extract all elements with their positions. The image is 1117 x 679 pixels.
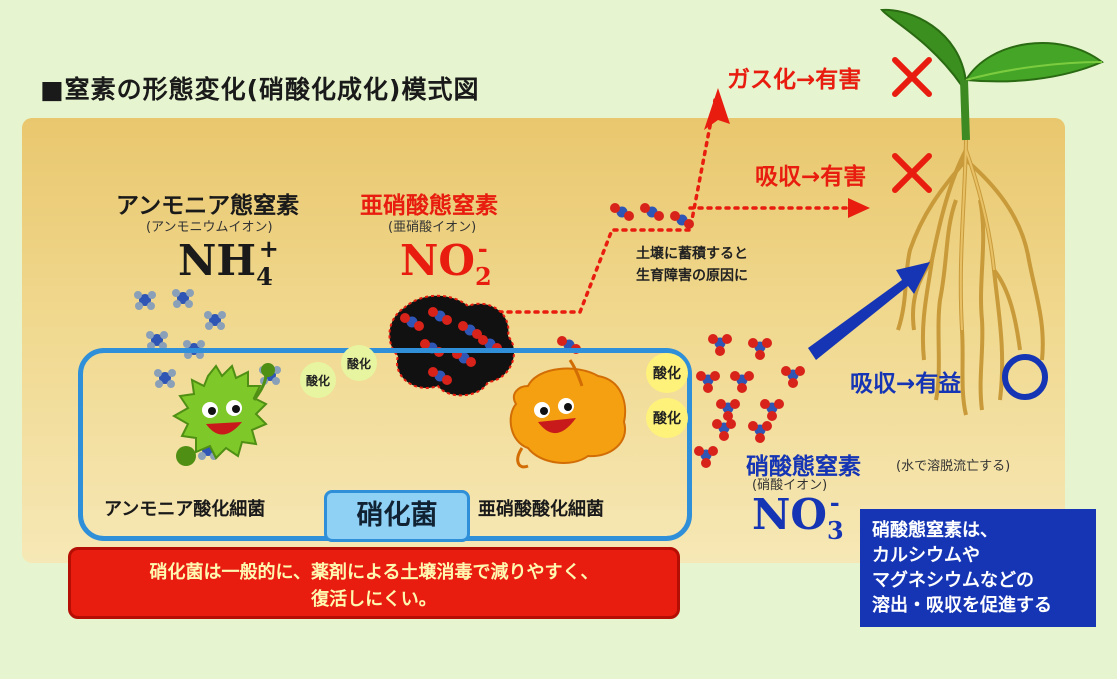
oxidation-badge-1: 酸化 (300, 362, 336, 398)
leaf-right (964, 42, 1104, 83)
diagram-panel (22, 118, 1065, 563)
ammonium-label: アンモニア態窒素 (116, 193, 300, 219)
blue-note-box: 硝酸態窒素は、 カルシウムや マグネシウムなどの 溶出・吸収を促進する (860, 509, 1096, 627)
plant-illustration (880, 8, 1104, 416)
ammonia-oxidizer-character (171, 363, 275, 466)
ammonia-oxidizer-label: アンモニア酸化細菌 (104, 499, 266, 520)
oxidation-badge-4: 酸化 (646, 398, 688, 438)
red-note-box: 硝化菌は一般的に、薬剤による土壌消毒で減りやすく、 復活しにくい。 (68, 547, 680, 619)
absorb-benefit-arrow (808, 262, 930, 360)
ammonium-sub: (アンモニウムイオン) (146, 220, 273, 235)
nitrate-sub: (硝酸イオン) (752, 478, 828, 493)
nitrite-formula: NO2- (400, 234, 492, 291)
circle-ok-icon (1002, 354, 1048, 400)
nitrite-cluster (388, 294, 515, 397)
cross-icon (892, 57, 932, 193)
absorb-harm-arrow-head (848, 198, 870, 218)
page-title: ■窒素の形態変化(硝酸化成化)模式図 (40, 75, 480, 104)
gas-harm-label: ガス化→有害 (727, 67, 862, 93)
nitrite-oxidizer-label: 亜硝酸酸化細菌 (478, 499, 604, 520)
nitrifier-group-label: 硝化菌 (324, 490, 470, 542)
nitrite-label: 亜硝酸態窒素 (360, 193, 498, 219)
gas-arrow-head (704, 88, 730, 130)
nitrite-oxidizer-character (509, 359, 627, 469)
oxidation-badge-2: 酸化 (341, 345, 377, 381)
nitrite-sub: (亜硝酸イオン) (388, 220, 477, 235)
absorb-benefit-label: 吸収→有益 (850, 371, 962, 397)
nitrate-label: 硝酸態窒素 (746, 454, 861, 480)
absorb-harm-label: 吸収→有害 (755, 164, 867, 190)
leaf-left (880, 8, 968, 88)
accumulation-note: 土壌に蓄積すると 生育障害の原因に (636, 246, 748, 284)
nitrate-formula: NO3- (752, 488, 844, 545)
nitrate-note: (水で溶脱流亡する) (896, 459, 1011, 474)
gas-path (488, 98, 717, 314)
ammonium-formula: NH4+ (178, 234, 279, 291)
oxidation-badge-3: 酸化 (646, 353, 688, 393)
